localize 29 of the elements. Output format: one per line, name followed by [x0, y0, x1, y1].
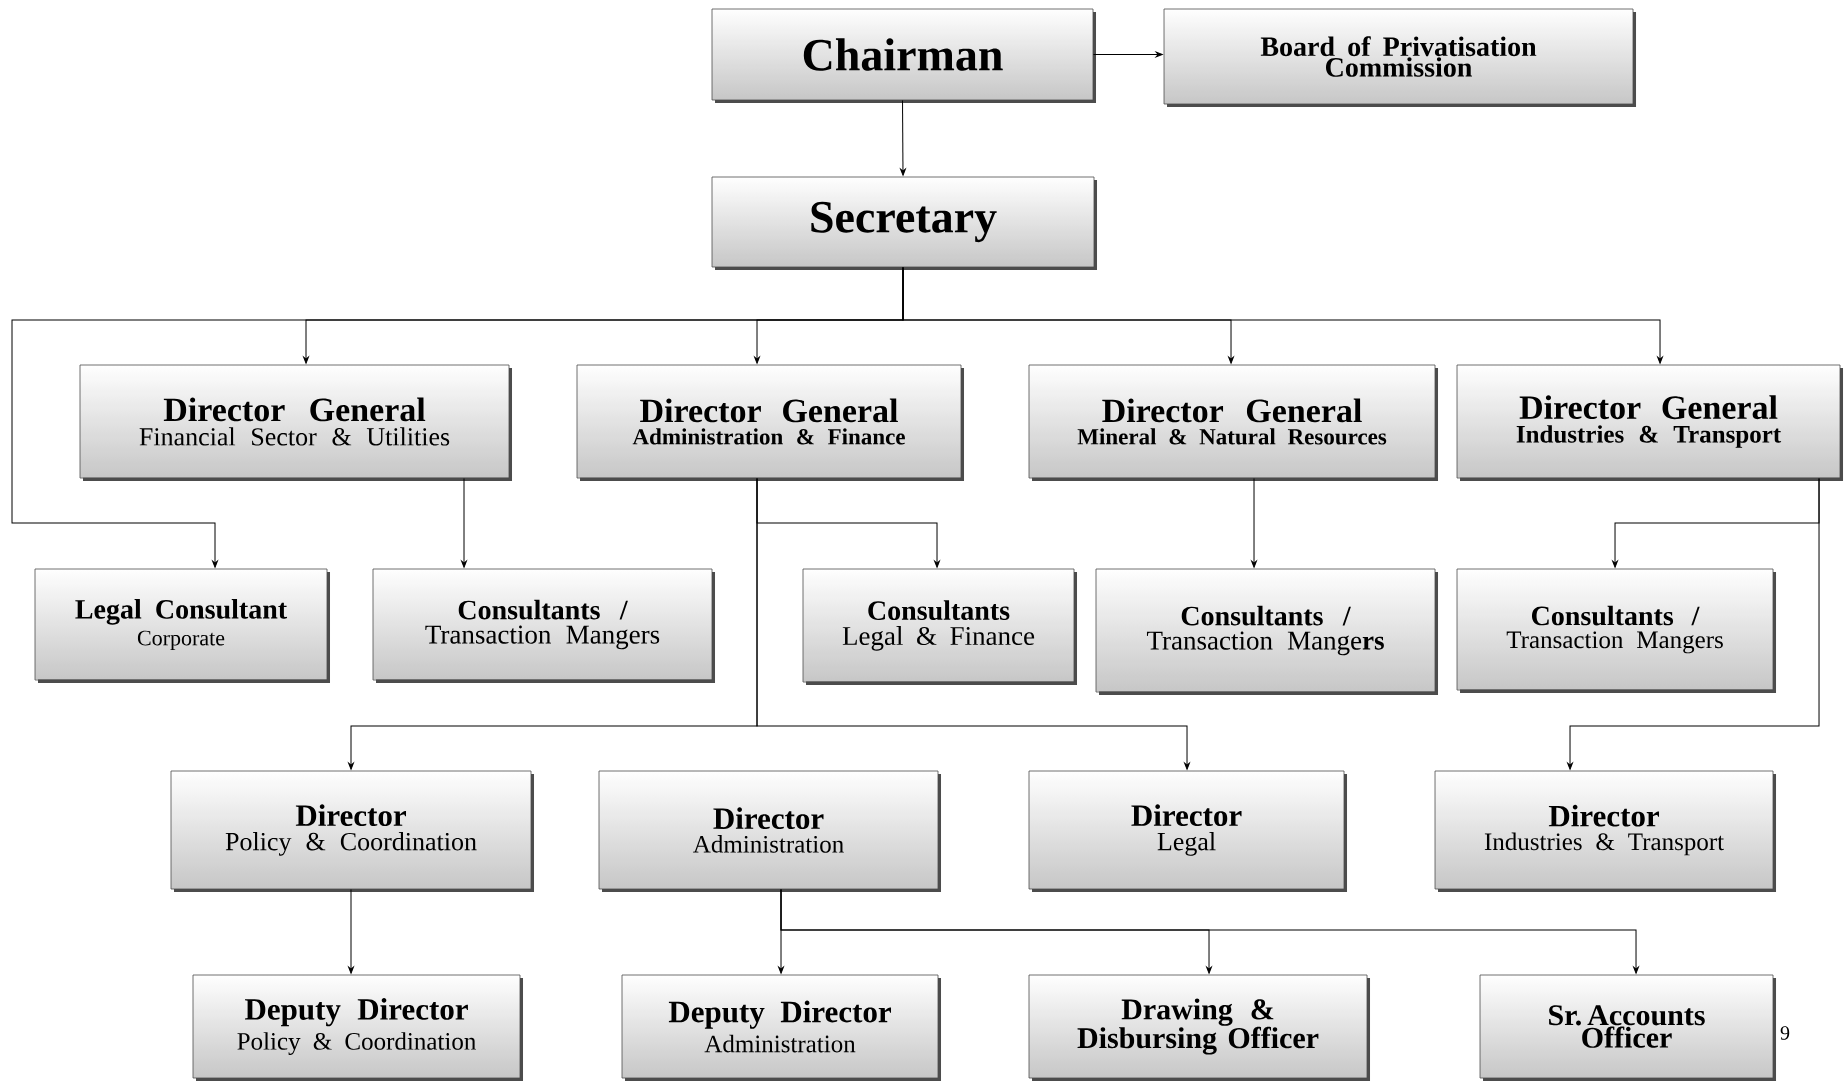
org-box: Chairman [711, 8, 1096, 103]
connector-arrow [461, 477, 467, 568]
connector-arrow [1092, 51, 1163, 58]
org-box: Director Policy & Coordination [170, 770, 534, 892]
org-box: Director Administration [598, 770, 941, 892]
connector-arrow [756, 477, 1190, 770]
org-box: Consultants Legal & Finance [802, 568, 1077, 685]
connector-arrow [1251, 477, 1257, 568]
org-box: Director General Industries & Transport [1456, 364, 1843, 481]
connector-arrow [1567, 477, 1820, 770]
org-box: Secretary [711, 176, 1097, 270]
org-box: Drawing & Disbursing Officer [1028, 974, 1370, 1081]
org-box: Sr. Accounts Officer [1479, 974, 1776, 1081]
org-box: Director General Mineral & Natural Resources [1028, 364, 1438, 481]
org-box: Consultants / Transaction Mangers [372, 568, 715, 683]
org-box: Consultants / Transaction Mangers [1456, 568, 1776, 693]
org-box: Board of Privatisation Commission [1163, 8, 1636, 107]
org-box: Deputy Director Policy & Coordination [192, 974, 523, 1081]
connector-arrow [11, 266, 904, 568]
org-box: Consultants / Transaction Mangers [1095, 568, 1438, 695]
org-box: Director General Financial Sector & Utilities [79, 364, 512, 481]
connector-arrow [348, 888, 354, 974]
org-box: Director Industries & Transport [1434, 770, 1776, 892]
connector-arrow [780, 888, 1639, 974]
org-box: Director General Administration & Finance [576, 364, 964, 481]
org-box: Legal Consultant Corporate [34, 568, 330, 683]
org-box: Deputy Director Administration [621, 974, 941, 1081]
org-box: Director Legal [1028, 770, 1347, 892]
connector-arrow [900, 99, 906, 176]
